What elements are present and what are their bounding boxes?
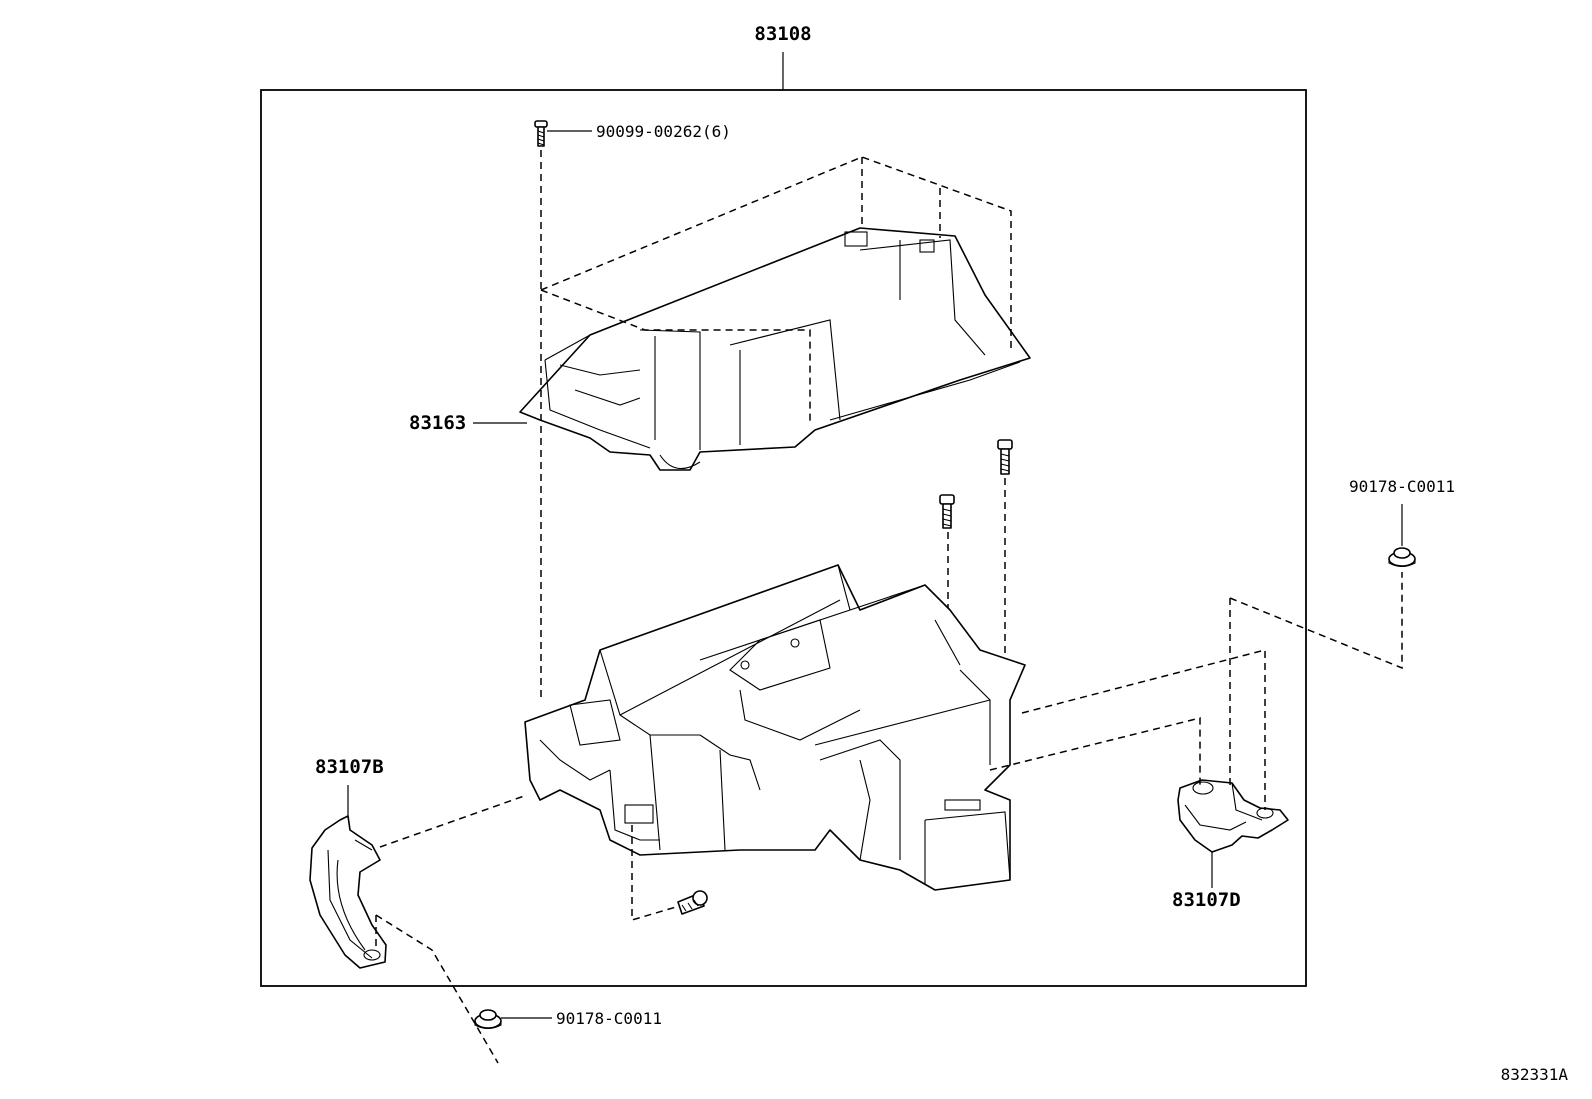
screw-mid-right-icon [997, 439, 1013, 475]
screw-top-icon [534, 120, 548, 147]
nut-right-label: 90178-C0011 [1349, 477, 1455, 496]
assembly-label: 83108 [754, 23, 811, 45]
nut-bottom-label: 90178-C0011 [556, 1009, 662, 1028]
nut-right-icon [1388, 547, 1416, 568]
screw-mid-left-icon [939, 494, 955, 529]
screw-top-label: 90099-00262(6) [596, 122, 731, 141]
assembly-frame [260, 89, 1307, 987]
upper-case-part [519, 227, 1031, 471]
seal-right-label: 83107D [1172, 889, 1241, 911]
seal-left-part [309, 815, 387, 969]
figure-code: 832331A [1501, 1065, 1569, 1084]
upper-case-label: 83163 [409, 412, 466, 434]
seal-left-label: 83107B [315, 756, 384, 778]
nut-bottom-icon [474, 1009, 502, 1030]
seal-right-part [1177, 779, 1289, 853]
screw-bottom-icon [677, 890, 708, 915]
lower-case-part [524, 564, 1026, 891]
